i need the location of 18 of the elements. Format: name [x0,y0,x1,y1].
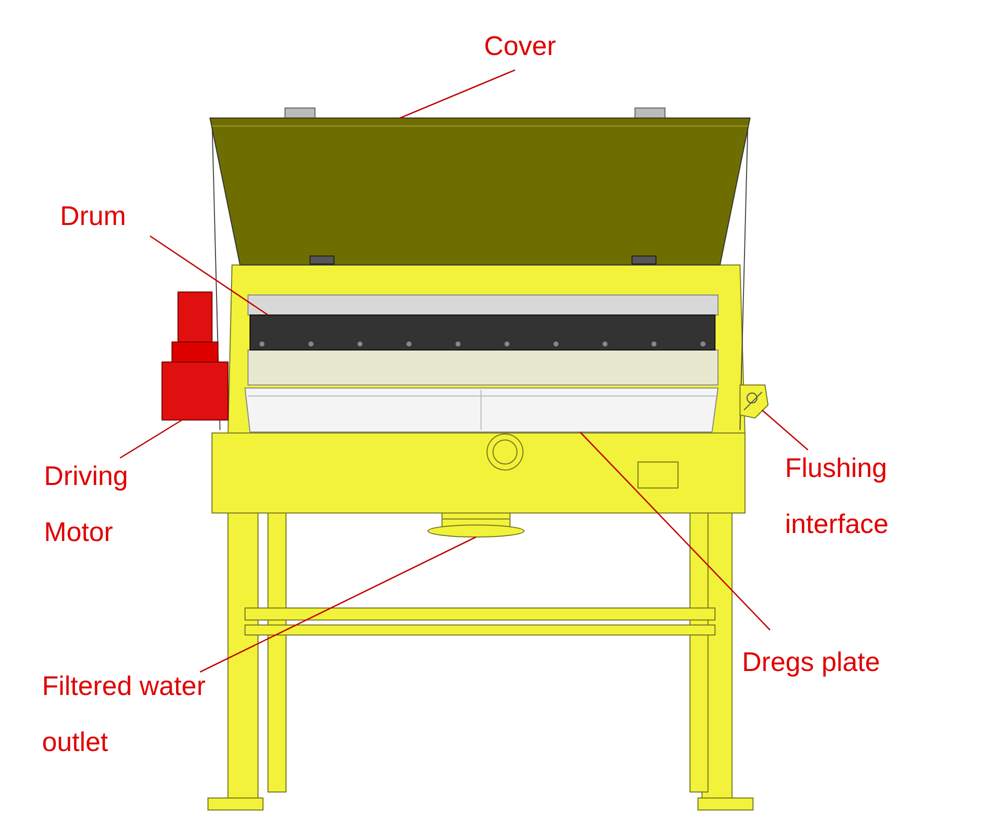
callout-label: Filtered water outlet [42,658,217,770]
callout-label: Dregs plate [742,634,932,690]
cover-lid [209,118,751,266]
drive-motor [162,292,228,420]
callout-label: Flushing interface [785,440,920,552]
leader-line [200,536,476,673]
leader-line [762,410,808,450]
leader-line [400,69,516,119]
drum [250,314,716,350]
callout-label: Drum [60,188,160,244]
callout-label: Cover [484,18,594,74]
leader-line [120,419,182,459]
dregs-plate [244,388,719,432]
outlet-pipe [428,512,524,538]
leader-line [150,235,268,316]
flushing-port [740,384,769,419]
callout-label: Driving Motor [44,448,159,560]
leader-line [580,432,770,630]
